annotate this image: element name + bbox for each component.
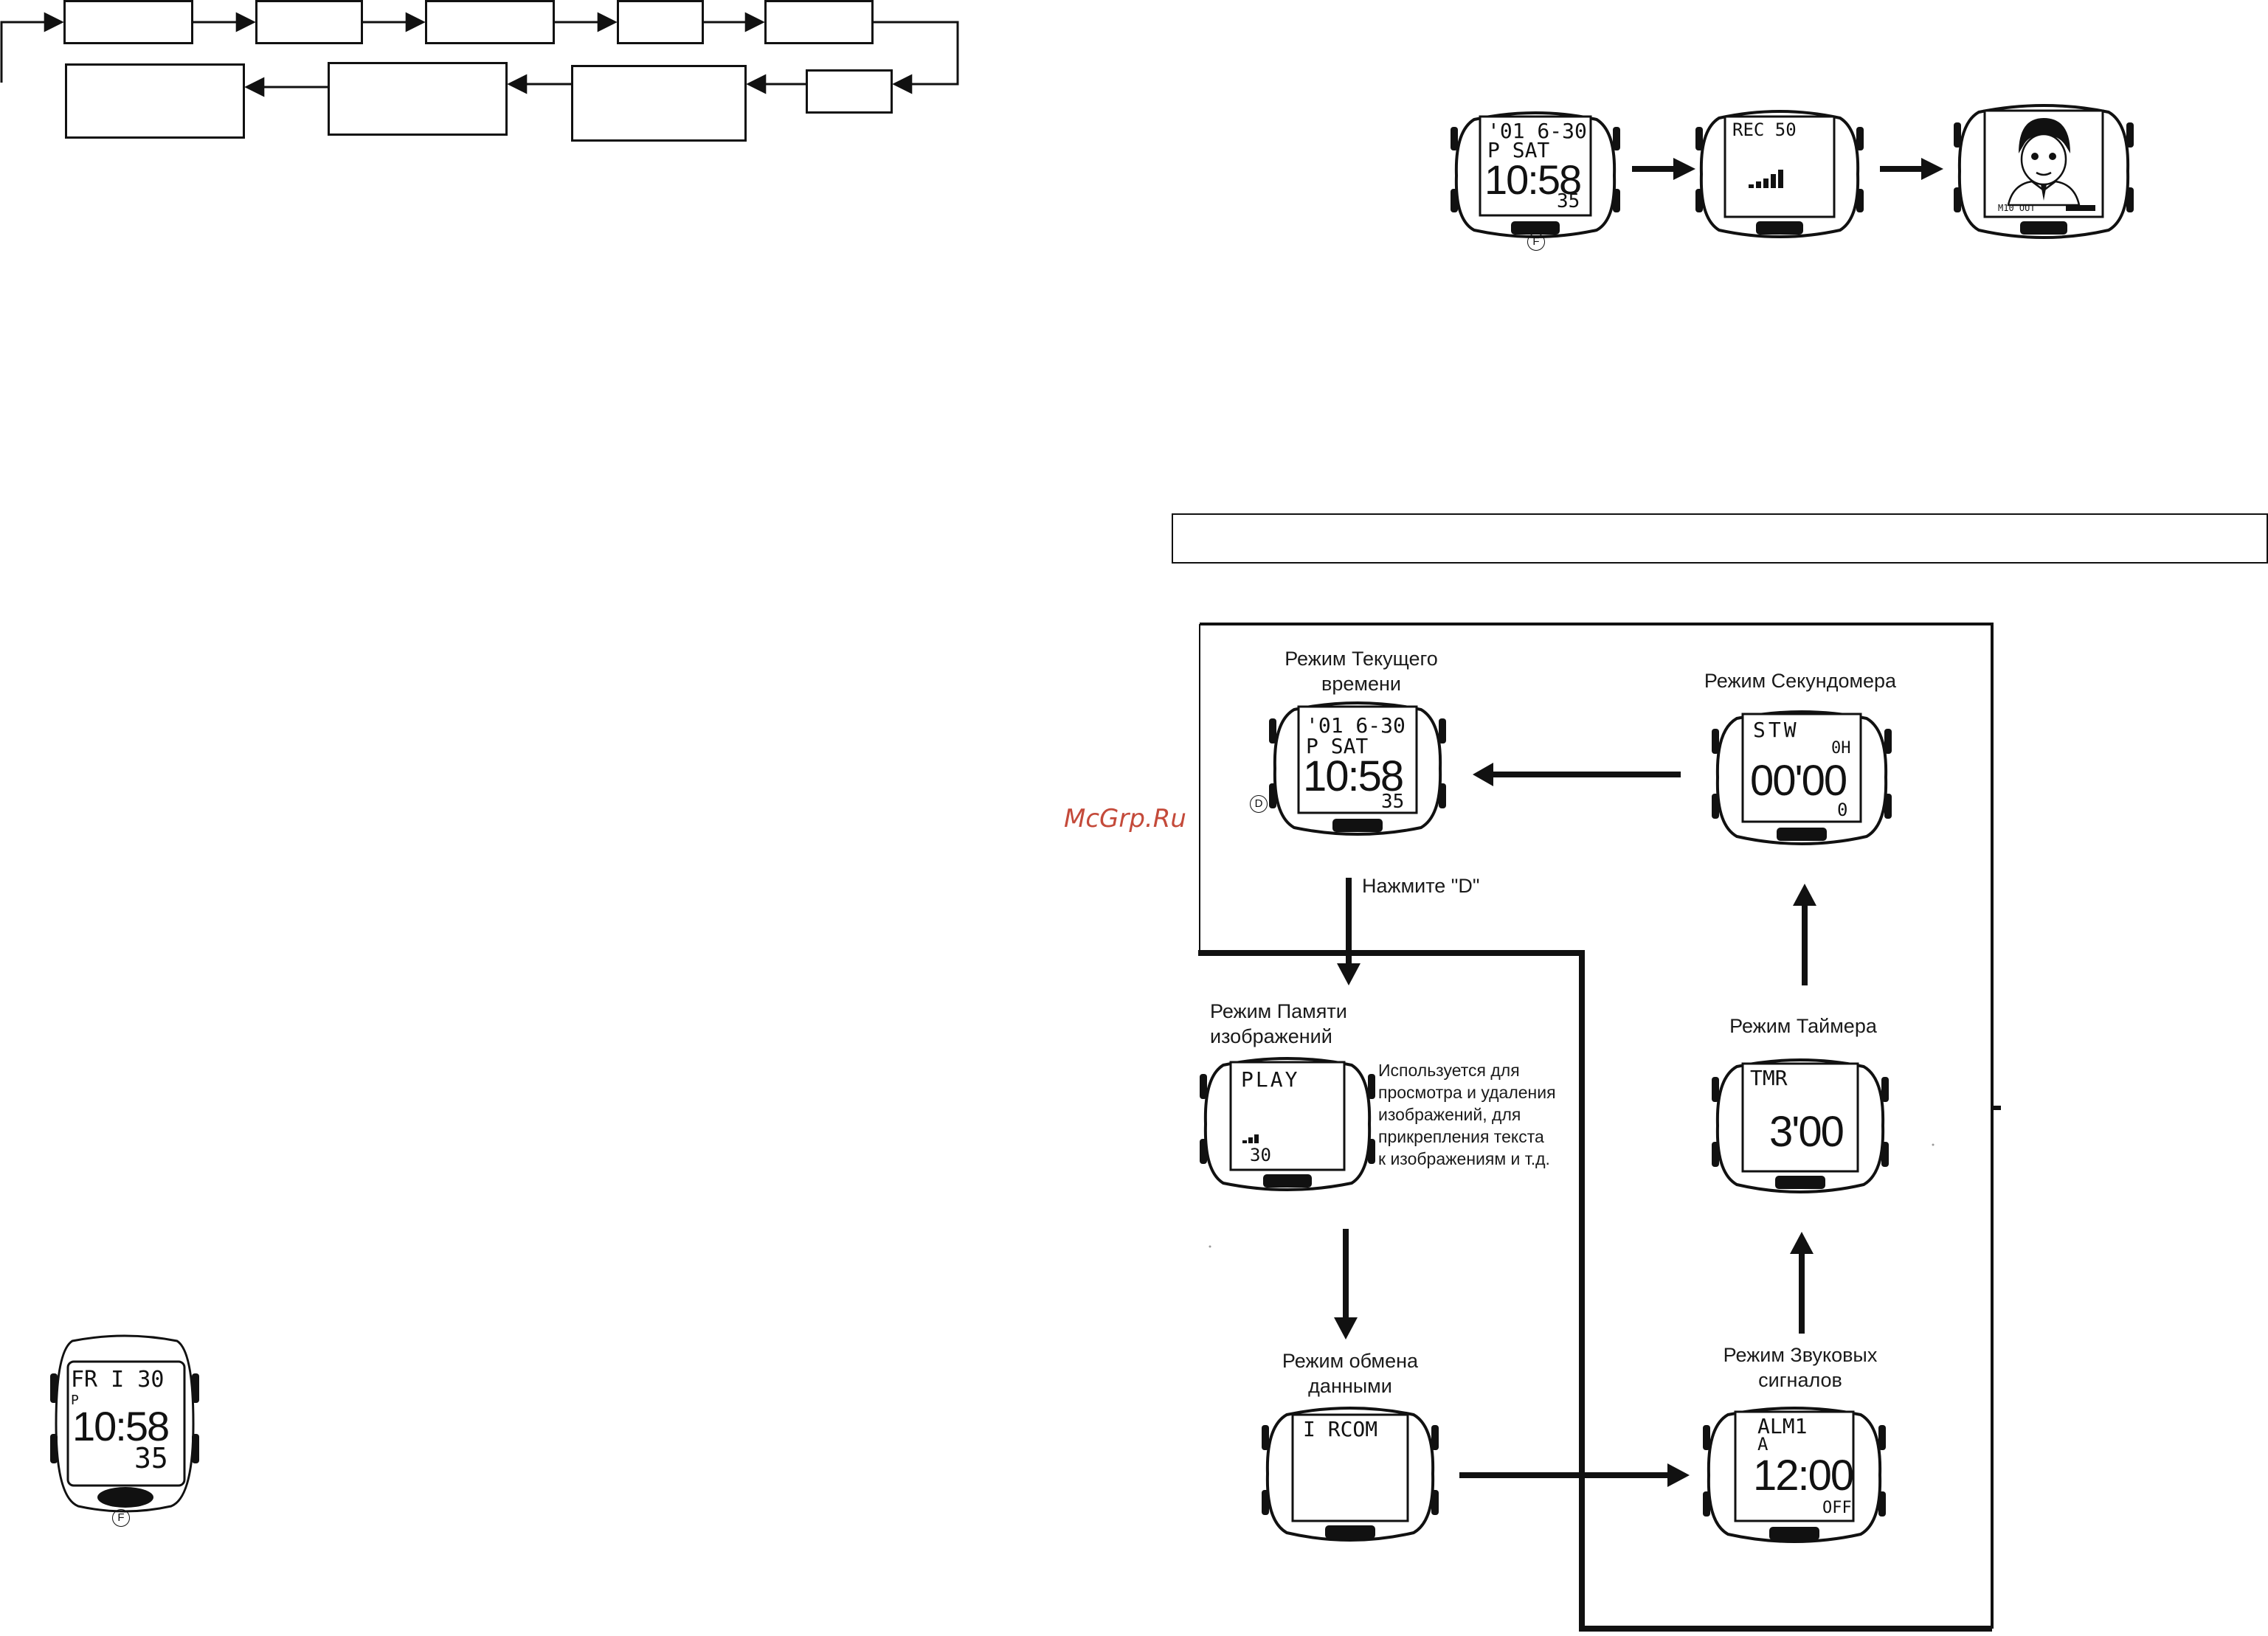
- arrow-time-to-memory: [1337, 878, 1361, 985]
- time-mode-label: Режим Текущего времени: [1285, 648, 1438, 695]
- stopwatch-line1: STW: [1753, 718, 1799, 742]
- arrow-exchange-to-alarm: [1459, 1463, 1690, 1487]
- arrow-right-2: [1880, 158, 1943, 180]
- stopwatch-mode-label: Режим Секундомера: [1704, 670, 1897, 692]
- timer-time: 3'00: [1769, 1108, 1845, 1156]
- alarm-time: 12:00: [1753, 1452, 1854, 1500]
- alarm-line1: ALM1: [1757, 1414, 1808, 1438]
- press-d-label: Нажмите "D": [1362, 875, 1480, 897]
- arrow-alarm-to-timer: [1790, 1232, 1814, 1334]
- clock-top-seconds: 35: [1557, 190, 1580, 212]
- watch-time-mode: '01 6-30 P SAT 10:58 35 D: [1250, 699, 1446, 838]
- bottom-left-seconds: 35: [134, 1442, 168, 1474]
- flow-box-5: [764, 0, 874, 44]
- watch-picture-top: M10 OUT: [1954, 102, 2134, 242]
- watch-alarm-mode: ALM1 A 12:00 OFF: [1703, 1404, 1886, 1546]
- arrow-right-1: [1632, 158, 1695, 180]
- bottom-left-line1: FR I 30: [71, 1367, 165, 1393]
- flow-box-9: [65, 63, 245, 139]
- flow-box-7: [571, 65, 747, 142]
- time-mode-line1: '01 6-30: [1306, 713, 1406, 738]
- flow-box-2: [255, 0, 363, 44]
- time-mode-line2: P SAT: [1306, 734, 1369, 758]
- stopwatch-digit: 0: [1837, 800, 1848, 820]
- clock-top-time: 10:58: [1484, 156, 1582, 203]
- image-memory-count: 30: [1250, 1145, 1271, 1165]
- flow-box-8: [328, 62, 508, 136]
- watch-stopwatch-mode: STW 0H 00'00 0: [1712, 708, 1892, 848]
- alarm-line2: A: [1757, 1434, 1769, 1455]
- watch-image-memory-mode: PLAY 30: [1200, 1055, 1375, 1193]
- bottom-left-time: 10:58: [72, 1403, 170, 1449]
- flow-box-4: [617, 0, 704, 44]
- flow-box-1: [63, 0, 193, 44]
- f-button-label-bottom: F: [112, 1509, 130, 1527]
- picture-top-caption: M10 OUT: [1998, 203, 2036, 213]
- flow-box-6: [806, 69, 893, 114]
- d-button-label: D: [1250, 795, 1268, 813]
- alarm-mode-label: Режим Звуковых сигналов: [1723, 1344, 1878, 1391]
- arrow-stw-to-time: [1473, 763, 1681, 786]
- flow-box-3: [425, 0, 555, 44]
- image-memory-mode-label: Режим Памяти изображений: [1210, 1000, 1347, 1047]
- clock-top-line1: '01 6-30: [1487, 119, 1587, 143]
- watermark: McGrp.Ru: [1064, 804, 1186, 833]
- watch-timer-mode: TMR 3'00: [1712, 1056, 1889, 1196]
- time-mode-seconds: 35: [1381, 791, 1405, 813]
- image-memory-line1: PLAY: [1241, 1067, 1300, 1092]
- rec-top-line1: REC 50: [1732, 119, 1797, 140]
- bottom-left-line2: P: [71, 1393, 79, 1408]
- watch-data-exchange-mode: I RCOM: [1262, 1404, 1439, 1545]
- watch-bottom-left: FR I 30 P 10:58 35 F: [50, 1334, 199, 1527]
- watch-clock-top: '01 6-30 P SAT 10:58 35 F: [1451, 109, 1620, 251]
- data-exchange-mode-label: Режим обмена данными: [1282, 1350, 1419, 1397]
- stopwatch-time: 00'00: [1750, 757, 1847, 805]
- time-mode-time: 10:58: [1303, 752, 1404, 800]
- alarm-status: OFF: [1822, 1499, 1852, 1517]
- timer-mode-label: Режим Таймера: [1729, 1015, 1877, 1037]
- timer-line1: TMR: [1750, 1066, 1788, 1090]
- clock-top-line2: P SAT: [1487, 138, 1550, 162]
- flow-connectors: [0, 12, 959, 97]
- stopwatch-hours: 0H: [1831, 739, 1851, 758]
- section-header-bar: [1172, 513, 2268, 564]
- image-memory-description: Используется для просмотра и удаления из…: [1378, 1061, 1556, 1168]
- data-exchange-line1: I RCOM: [1303, 1417, 1378, 1441]
- arrow-timer-to-stw: [1793, 884, 1816, 985]
- arrow-memory-to-exchange: [1334, 1229, 1358, 1339]
- watch-rec-top: REC 50: [1695, 108, 1864, 240]
- f-button-label: F: [1527, 233, 1545, 251]
